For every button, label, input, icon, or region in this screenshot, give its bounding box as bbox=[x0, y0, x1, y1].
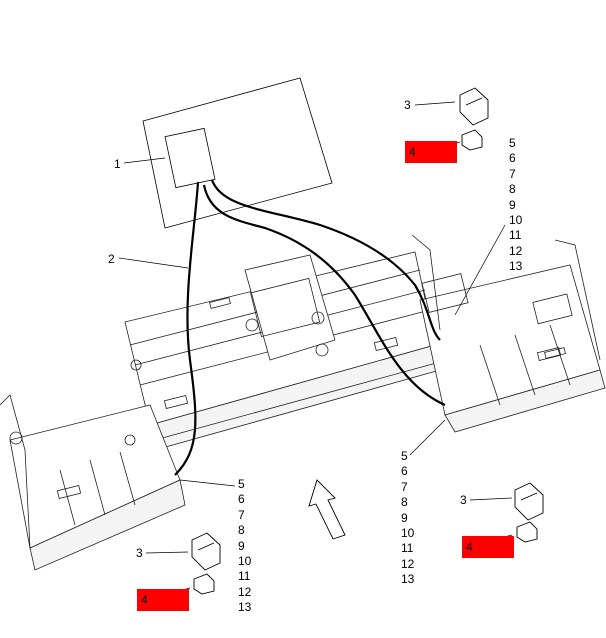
callout-4-left: 4 bbox=[141, 593, 148, 607]
stack-item: 12 bbox=[401, 556, 415, 571]
direction-arrow bbox=[308, 479, 346, 540]
callout-4-top-highlight: 4 bbox=[405, 141, 457, 163]
callout-4-left-highlight: 4 bbox=[137, 589, 189, 611]
bracket-left bbox=[191, 532, 221, 595]
stack-item: 5 bbox=[401, 449, 408, 463]
callout-1: 1 bbox=[114, 157, 121, 171]
stack-item: 9 bbox=[238, 538, 245, 553]
stack-item: 12 bbox=[238, 584, 252, 599]
sensor-brackets bbox=[191, 87, 544, 595]
stack-item: 10 bbox=[509, 212, 523, 227]
stack-item: 5 bbox=[509, 136, 516, 150]
callout-3-top: 3 bbox=[404, 98, 411, 112]
stack-item: 10 bbox=[401, 525, 415, 540]
stack-item: 9 bbox=[401, 510, 408, 525]
callout-4-right-highlight: 4 bbox=[462, 536, 514, 558]
stack-item: 8 bbox=[509, 182, 516, 197]
callout-3-right: 3 bbox=[460, 493, 467, 507]
main-frame bbox=[0, 234, 606, 571]
bracket-right bbox=[514, 482, 544, 543]
stack-item: 9 bbox=[509, 197, 516, 212]
stack-item: 8 bbox=[401, 495, 408, 510]
stack-item: 5 bbox=[238, 477, 245, 491]
stack-item: 7 bbox=[238, 507, 245, 522]
callout-stack-right: 5 6 7 8 9 10 11 12 13 bbox=[401, 449, 414, 588]
stack-item: 12 bbox=[509, 243, 523, 258]
stack-item: 13 bbox=[238, 600, 252, 615]
stack-item: 6 bbox=[238, 492, 245, 507]
callout-stack-left: 5 6 7 8 9 10 11 12 13 bbox=[238, 477, 251, 616]
stack-item: 7 bbox=[509, 166, 516, 181]
stack-item: 6 bbox=[509, 151, 516, 166]
callout-3-left: 3 bbox=[136, 546, 143, 560]
callout-2: 2 bbox=[108, 252, 115, 266]
stack-item: 6 bbox=[401, 464, 408, 479]
callout-stack-top: 5 6 7 8 9 10 11 12 13 bbox=[509, 136, 522, 275]
callout-4-top: 4 bbox=[409, 145, 416, 159]
cables bbox=[174, 179, 446, 476]
stack-item: 11 bbox=[401, 541, 414, 556]
stack-item: 10 bbox=[238, 553, 252, 568]
stack-item: 7 bbox=[401, 479, 408, 494]
callout-4-right: 4 bbox=[466, 540, 473, 554]
bracket-top bbox=[459, 87, 489, 151]
stack-item: 13 bbox=[401, 572, 415, 587]
stack-item: 8 bbox=[238, 523, 245, 538]
stack-item: 11 bbox=[238, 569, 251, 584]
stack-item: 11 bbox=[509, 228, 522, 243]
panel-sheet bbox=[142, 77, 333, 229]
stack-item: 13 bbox=[509, 259, 523, 274]
